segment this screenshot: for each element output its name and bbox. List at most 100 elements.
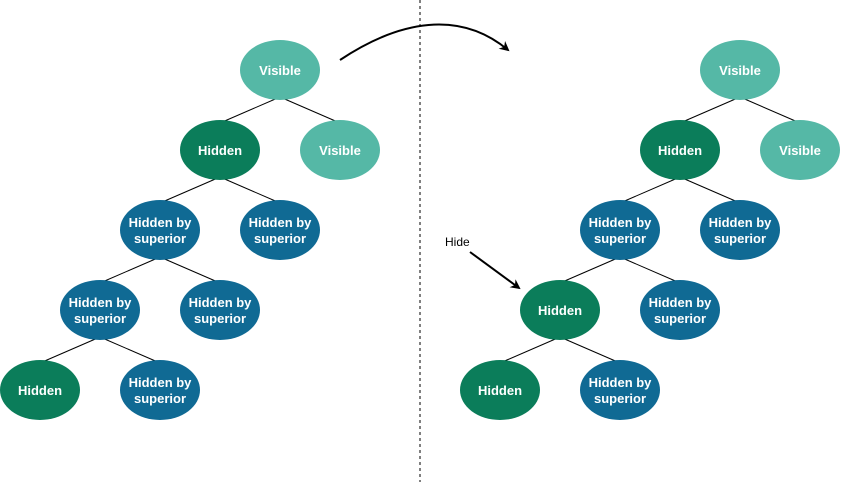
- tree-edge: [279, 96, 341, 124]
- hide-arrow: [469, 251, 521, 290]
- node-ellipse: [180, 280, 260, 340]
- node-label-line: Hidden: [478, 383, 522, 398]
- node-label-line: superior: [594, 391, 646, 406]
- node-label-line: Hidden: [18, 383, 62, 398]
- tree-node-hidden: Hidden: [640, 120, 720, 180]
- node-label: Hidden: [18, 383, 62, 398]
- node-label: Hidden: [198, 143, 242, 158]
- node-label: Visible: [319, 143, 361, 158]
- node-label-line: superior: [134, 391, 186, 406]
- tree-edge: [559, 336, 621, 364]
- node-ellipse: [60, 280, 140, 340]
- node-label-line: Visible: [719, 63, 761, 78]
- tree-edge: [679, 96, 741, 124]
- node-ellipse: [520, 280, 600, 340]
- node-ellipse: [460, 360, 540, 420]
- transition-arrow: [339, 23, 510, 61]
- node-label-line: Visible: [319, 143, 361, 158]
- node-ellipse: [700, 200, 780, 260]
- tree-node-visible: Visible: [760, 120, 840, 180]
- node-label-line: superior: [194, 311, 246, 326]
- node-label-line: superior: [134, 231, 186, 246]
- node-ellipse: [180, 120, 260, 180]
- node-ellipse: [240, 200, 320, 260]
- tree-node-visible: Visible: [300, 120, 380, 180]
- node-ellipse: [240, 40, 320, 100]
- tree-edge: [99, 256, 161, 284]
- node-label-line: Hidden by: [589, 215, 653, 230]
- node-label: Visible: [779, 143, 821, 158]
- edges: [39, 96, 801, 364]
- node-ellipse: [640, 120, 720, 180]
- tree-edge: [499, 336, 561, 364]
- hide-label: Hide: [445, 235, 470, 249]
- node-ellipse: [760, 120, 840, 180]
- node-label-line: superior: [254, 231, 306, 246]
- node-label: Visible: [719, 63, 761, 78]
- node-ellipse: [0, 360, 80, 420]
- tree-edge: [39, 336, 101, 364]
- node-label-line: Hidden by: [69, 295, 133, 310]
- node-label-line: Hidden by: [709, 215, 773, 230]
- tree-edge: [679, 176, 741, 204]
- node-ellipse: [580, 360, 660, 420]
- tree-edge: [99, 336, 161, 364]
- tree-edge: [219, 176, 281, 204]
- node-label-line: Hidden: [538, 303, 582, 318]
- node-ellipse: [700, 40, 780, 100]
- node-ellipse: [120, 360, 200, 420]
- tree-edge: [619, 256, 681, 284]
- tree-node-hidden: Hidden: [0, 360, 80, 420]
- node-label-line: superior: [714, 231, 766, 246]
- node-label-line: superior: [594, 231, 646, 246]
- node-label-line: Hidden: [198, 143, 242, 158]
- node-label-line: Hidden by: [129, 215, 193, 230]
- node-label: Visible: [259, 63, 301, 78]
- node-ellipse: [300, 120, 380, 180]
- tree-node-visible: Visible: [240, 40, 320, 100]
- node-label-line: Visible: [259, 63, 301, 78]
- tree-edge: [219, 96, 281, 124]
- tree-edge: [559, 256, 621, 284]
- node-label-line: Hidden by: [249, 215, 313, 230]
- node-label: Hidden: [538, 303, 582, 318]
- node-label-line: superior: [74, 311, 126, 326]
- node-ellipse: [640, 280, 720, 340]
- node-label-line: Visible: [779, 143, 821, 158]
- node-label: Hidden: [478, 383, 522, 398]
- node-label-line: superior: [654, 311, 706, 326]
- node-label-line: Hidden by: [649, 295, 713, 310]
- node-label-line: Hidden by: [189, 295, 253, 310]
- tree-edge: [739, 96, 801, 124]
- node-ellipse: [120, 200, 200, 260]
- tree-edge: [159, 176, 221, 204]
- tree-node-hidden: Hidden: [180, 120, 260, 180]
- node-label: Hidden: [658, 143, 702, 158]
- tree-edge: [159, 256, 221, 284]
- node-ellipse: [580, 200, 660, 260]
- tree-node-hidden: Hidden: [520, 280, 600, 340]
- node-label-line: Hidden: [658, 143, 702, 158]
- node-label-line: Hidden by: [129, 375, 193, 390]
- node-label-line: Hidden by: [589, 375, 653, 390]
- tree-node-hidden: Hidden: [460, 360, 540, 420]
